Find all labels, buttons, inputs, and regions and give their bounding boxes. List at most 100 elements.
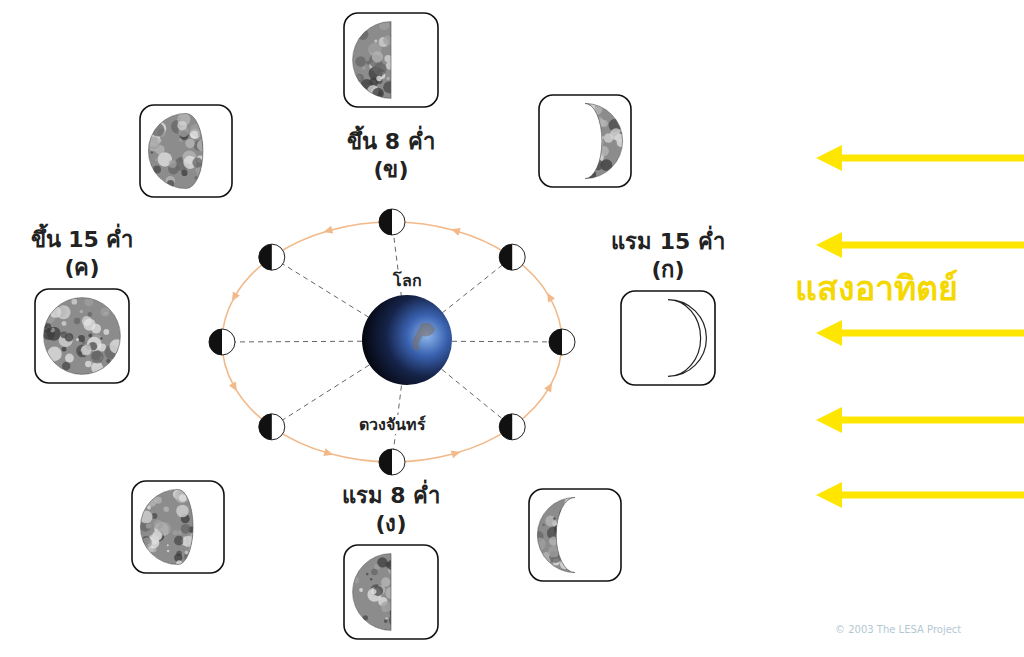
phase-box [34,288,130,384]
moon-crater [565,153,573,161]
moon-crater [598,542,604,548]
moon-crater [87,312,92,317]
sunlight-arrow [816,232,1024,258]
moon-crater [109,339,123,353]
moon-edge [537,497,575,572]
moon-crater [397,555,409,567]
moon-surface [42,298,123,375]
moon-crater [153,531,162,540]
moon-crater [57,305,71,319]
orbit-moon-lit [379,449,405,475]
moon-crater [391,618,398,625]
moon-crater [567,502,570,505]
moon-crater [80,310,83,313]
moon-crater [418,567,423,572]
moon-crater [370,578,373,581]
phase-box-frame [140,105,232,197]
moon-crater [395,36,410,51]
moon-crater [595,536,607,548]
moon-crater [586,543,590,547]
orbit-arrow [544,381,555,393]
moon-crater [85,361,91,367]
moon-crater [397,61,401,65]
moon-crater [569,156,582,169]
moon-crater [181,170,187,176]
moon-crater [164,506,169,511]
orbit-moon-dark [209,329,222,355]
moon-crater [558,166,569,177]
moon-crater [575,502,581,508]
sunlight-arrow [816,482,1024,508]
moon-crater [176,560,182,566]
phase-label: ขึ้น 15 ค่ำ [28,226,137,254]
moon-crater [151,123,164,136]
orbit-moon-lit [379,209,405,235]
moon-crater [565,167,574,176]
moon-crater [403,602,408,607]
moon-edge [585,103,623,178]
phase-box [343,12,439,108]
moon-crater [595,534,603,542]
orbit-moon-lit [209,329,235,355]
moon-crater [409,580,415,586]
moon-crater [204,129,211,136]
moon-crater [371,589,376,594]
phase-box-frame [35,289,129,383]
moon-phase [532,492,612,575]
orbit-arrow [544,291,555,303]
moon-crater [393,593,406,606]
moon-crater [585,565,592,572]
moon-crater [384,619,388,623]
phase-box [140,105,232,197]
orbit-moon-lit [549,329,575,355]
earth-disc [362,295,452,385]
moon-crater [203,132,213,142]
moon-crater [47,347,61,361]
moon-crater [576,101,588,113]
moon-crater [554,524,565,535]
moon-crater [574,509,587,522]
moon-crater [582,496,590,504]
moon-crater [579,550,589,560]
moon-crater [394,620,397,623]
sunlight-shaft [836,330,1024,337]
moon-crater [210,147,220,157]
moon-crater [415,595,426,606]
moon-crater [395,589,408,602]
moon-crater [186,488,193,495]
moon-crater [88,334,92,338]
moon-phase [353,18,435,99]
moon-crater [410,41,422,53]
moon-crater [400,56,415,71]
orbit-arrow [451,448,462,458]
sunlight-label: แสงอาทิตย์ [792,268,961,309]
moon-crater [410,43,414,47]
moon-crater [151,151,154,154]
moon-crater [176,505,189,518]
moon-crater [410,62,424,76]
moon-crater [189,490,202,503]
moon-crater [409,39,423,53]
moon-crater [366,573,369,576]
moon-crater [547,137,555,145]
moon-crater [60,331,67,338]
moon-crater [362,66,366,70]
moon-crater [355,56,365,66]
moon-crater [78,335,85,342]
moon-crater [387,560,397,570]
moon-crater [556,148,569,161]
phase-box [35,289,129,383]
sunlight-head [816,232,842,258]
phase-box [539,95,631,187]
moon-crater [383,35,393,45]
moon-crater [394,84,402,92]
moon-crater [199,516,210,527]
moon-crater [553,130,560,137]
sunlight-shaft [836,417,1024,424]
orbit-moon-lit [259,414,285,440]
phase-label: ขึ้น 8 ค่ำ [344,128,438,156]
orbit-moon-lit [499,244,525,270]
moon-edge [353,554,391,631]
orbit-arrow [323,448,334,458]
sunlight-arrow [816,407,1024,433]
